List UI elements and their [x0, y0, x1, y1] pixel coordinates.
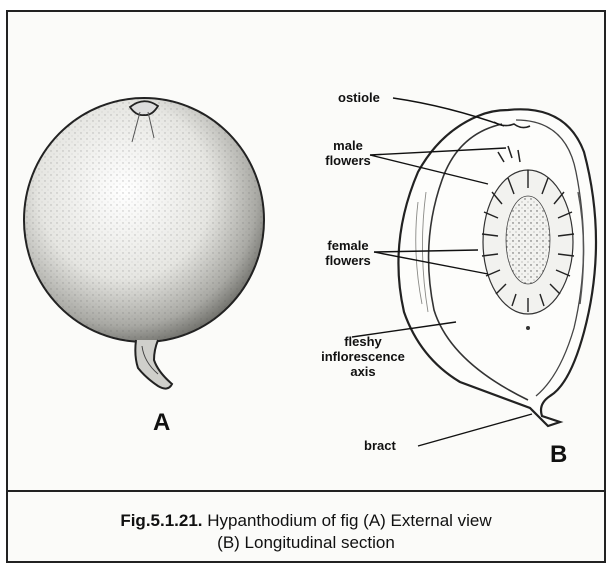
- label-fleshy-axis: fleshy inflorescence axis: [308, 334, 418, 379]
- label-female-line2: flowers: [316, 253, 380, 268]
- label-male-line2: flowers: [316, 153, 380, 168]
- label-fleshy-line2: inflorescence: [308, 349, 418, 364]
- figure-frame: A B ostiole male flowers female flowers …: [6, 10, 606, 563]
- label-ostiole: ostiole: [338, 90, 380, 105]
- caption-figure-number: Fig.5.1.21.: [120, 511, 202, 530]
- caption-line-2: (B) Longitudinal section: [8, 532, 604, 554]
- caption-title: Hypanthodium of fig (A) External view: [203, 511, 492, 530]
- label-fleshy-line3: axis: [308, 364, 418, 379]
- fig-external-view: [24, 98, 264, 389]
- figure-caption: Fig.5.1.21. Hypanthodium of fig (A) Exte…: [8, 510, 604, 554]
- panel-b-letter: B: [550, 442, 567, 468]
- label-female-line1: female: [316, 238, 380, 253]
- label-male-line1: male: [316, 138, 380, 153]
- label-fleshy-line1: fleshy: [308, 334, 418, 349]
- label-female-flowers: female flowers: [316, 238, 380, 268]
- label-male-flowers: male flowers: [316, 138, 380, 168]
- panel-a-letter: A: [153, 410, 170, 436]
- fig-drawing: [8, 12, 604, 486]
- caption-divider: [8, 490, 604, 492]
- caption-line-1: Fig.5.1.21. Hypanthodium of fig (A) Exte…: [8, 510, 604, 532]
- label-bract: bract: [364, 438, 396, 453]
- fig-longitudinal-section: [352, 98, 596, 446]
- figure-illustration: A B ostiole male flowers female flowers …: [8, 12, 604, 486]
